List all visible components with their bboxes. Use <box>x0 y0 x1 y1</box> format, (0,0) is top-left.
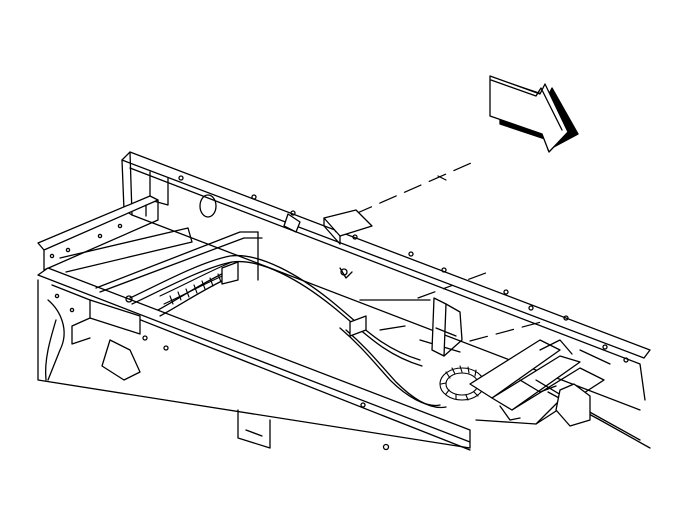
left-cross-member <box>37 195 193 273</box>
rear-tower-bracket <box>431 297 463 357</box>
near-frame-rail <box>37 267 471 451</box>
rear-crossmember <box>469 339 651 449</box>
corrugated-hose <box>159 261 237 305</box>
brake-fuel-lines <box>95 231 461 409</box>
direction-arrow-icon <box>489 75 579 153</box>
center-mount-bracket <box>125 209 373 337</box>
